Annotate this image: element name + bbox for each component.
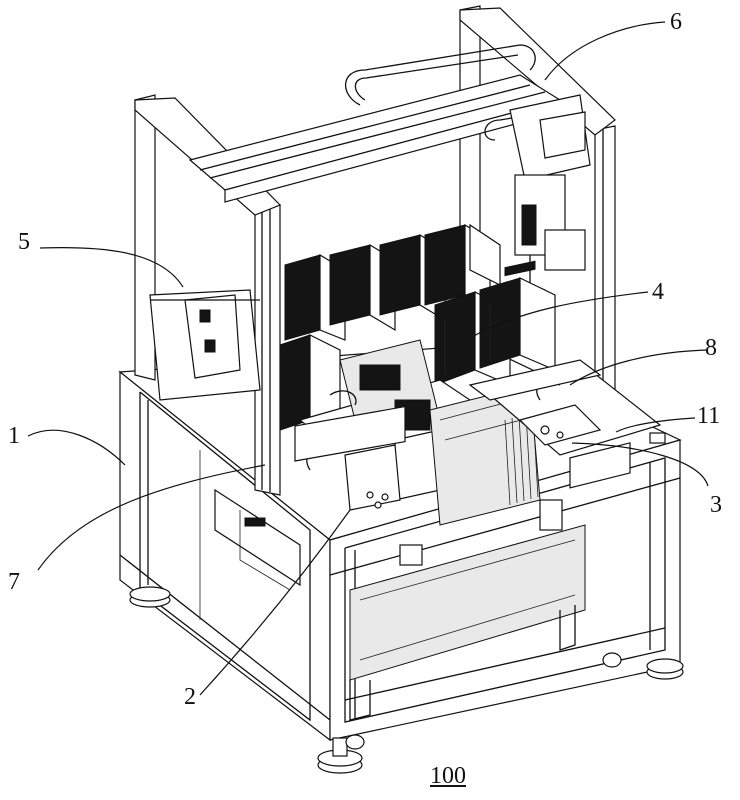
- label-1: 1: [8, 423, 20, 449]
- leader-6: [544, 21, 666, 81]
- loader-left: [149, 289, 261, 401]
- leader-8: [569, 349, 707, 386]
- slide-rail-8: [468, 359, 602, 401]
- label-11: 11: [697, 403, 721, 429]
- label-6: 6: [670, 9, 682, 35]
- leader-2: [199, 509, 351, 696]
- label-2: 2: [184, 684, 196, 710]
- fixture-block: [344, 444, 401, 511]
- drawer-handle: [244, 517, 266, 527]
- assembly-station: [294, 339, 541, 526]
- leader-7: [37, 464, 266, 571]
- lower-cabinet: [349, 524, 586, 681]
- side-drawer: [214, 488, 301, 587]
- gantry-post-right-front: [594, 125, 616, 399]
- leader-5: [39, 247, 184, 288]
- gantry-beam: [188, 74, 562, 191]
- label-4: 4: [652, 279, 664, 305]
- magazine-row-rear: [284, 223, 501, 341]
- cable-chain-top: [344, 44, 536, 106]
- figure-number: 100: [430, 763, 466, 789]
- cabinet-bracket: [539, 499, 563, 531]
- label-3: 3: [710, 492, 722, 518]
- leader-3: [571, 442, 709, 487]
- label-5: 5: [18, 229, 30, 255]
- gantry-post-left-front: [254, 204, 281, 496]
- label-7: 7: [8, 569, 20, 595]
- leader-lines: [27, 21, 709, 696]
- magazine-right: [434, 277, 556, 386]
- deck-notch: [649, 432, 666, 444]
- cabinet-bracket: [399, 544, 423, 566]
- magazine-left-front: [279, 334, 311, 431]
- right-station: [468, 260, 666, 456]
- label-8: 8: [705, 335, 717, 361]
- tray-magazines: [149, 223, 556, 431]
- fixture-plate: [518, 404, 602, 446]
- leader-1: [27, 429, 126, 466]
- pick-and-place-head: [484, 94, 591, 291]
- leader-4: [469, 291, 649, 339]
- leader-11: [615, 417, 696, 433]
- bottom-plate: [569, 442, 631, 489]
- gantry-post-left-rear: [134, 94, 156, 381]
- leveling-feet: [129, 586, 684, 774]
